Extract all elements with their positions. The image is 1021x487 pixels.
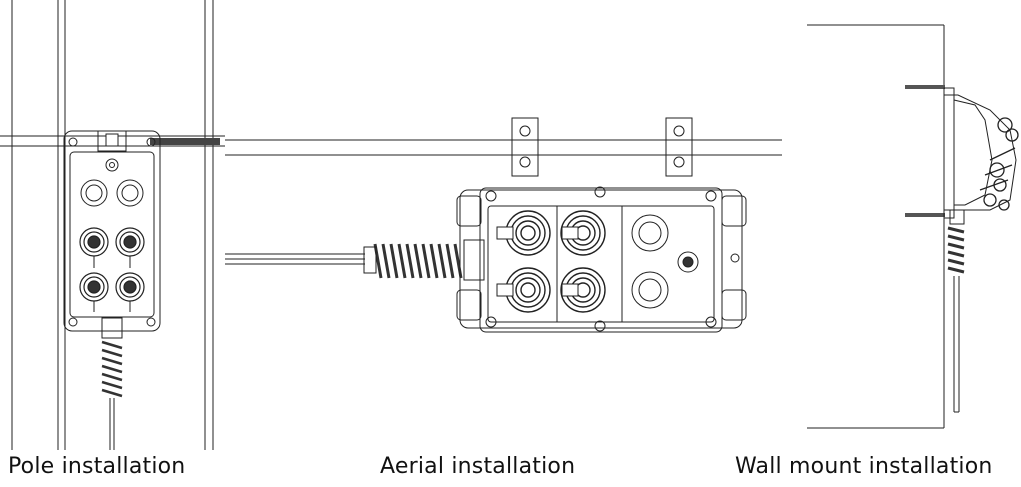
caption-aerial-installation: Aerial installation (380, 454, 576, 479)
pole-installation-drawing (0, 0, 225, 450)
caption-wall-mount-installation: Wall mount installation (735, 454, 993, 479)
wall-mount-installation-drawing (807, 24, 1019, 429)
aerial-installation-drawing (225, 117, 782, 333)
caption-pole-installation: Pole installation (8, 454, 186, 479)
